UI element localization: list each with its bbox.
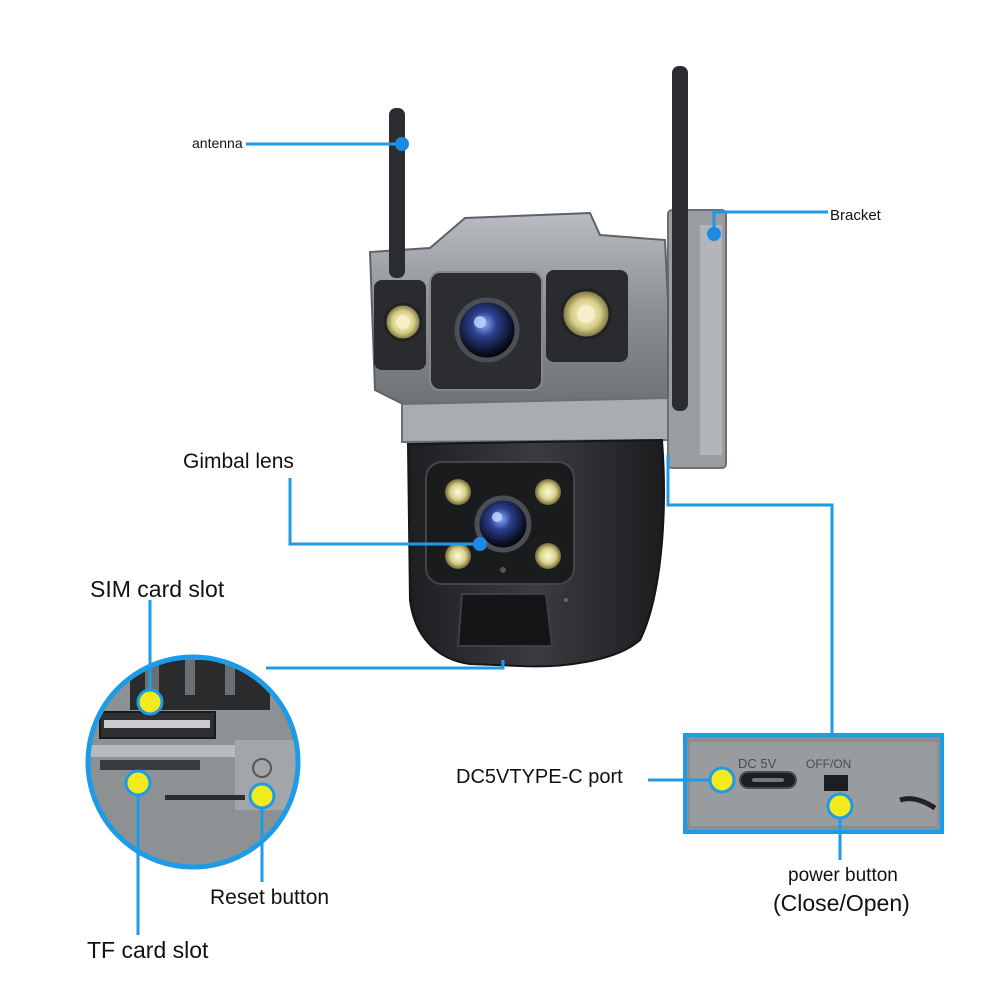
label-power-button-state: (Close/Open) xyxy=(773,890,910,916)
antenna-right xyxy=(672,66,688,411)
dc-5v-mark: DC 5V xyxy=(738,756,777,771)
ir-led-bottom-right xyxy=(535,543,561,569)
slot-zoom-circle xyxy=(85,654,301,870)
label-bracket: Bracket xyxy=(830,207,881,224)
bracket-marker xyxy=(707,227,721,241)
label-tf-card-slot: TF card slot xyxy=(87,937,209,963)
label-reset-button: Reset button xyxy=(210,886,330,909)
tf-slot xyxy=(100,760,200,770)
label-sim-card-slot: SIM card slot xyxy=(90,576,225,602)
label-dc-port: DC5VTYPE-C port xyxy=(456,766,623,788)
power-switch xyxy=(824,775,848,791)
antenna-left xyxy=(389,108,405,278)
tf-slot-marker xyxy=(124,769,152,797)
ir-led-top-left xyxy=(445,479,471,505)
ir-led-top-right xyxy=(535,479,561,505)
dc-port-marker xyxy=(708,766,736,794)
label-antenna: antenna xyxy=(192,135,243,151)
label-power-button: power button xyxy=(788,865,898,886)
fixed-lens xyxy=(454,297,520,363)
antenna-marker xyxy=(395,137,409,151)
gimbal-lens xyxy=(474,495,532,553)
off-on-mark: OFF/ON xyxy=(806,757,851,771)
camera xyxy=(368,66,727,668)
power-button-marker xyxy=(826,792,854,820)
reset-button-marker xyxy=(248,782,276,810)
sim-slot-marker xyxy=(136,688,164,716)
ir-led-bottom-left xyxy=(445,543,471,569)
gimbal-lens-marker xyxy=(473,537,487,551)
label-gimbal-lens: Gimbal lens xyxy=(183,450,294,473)
